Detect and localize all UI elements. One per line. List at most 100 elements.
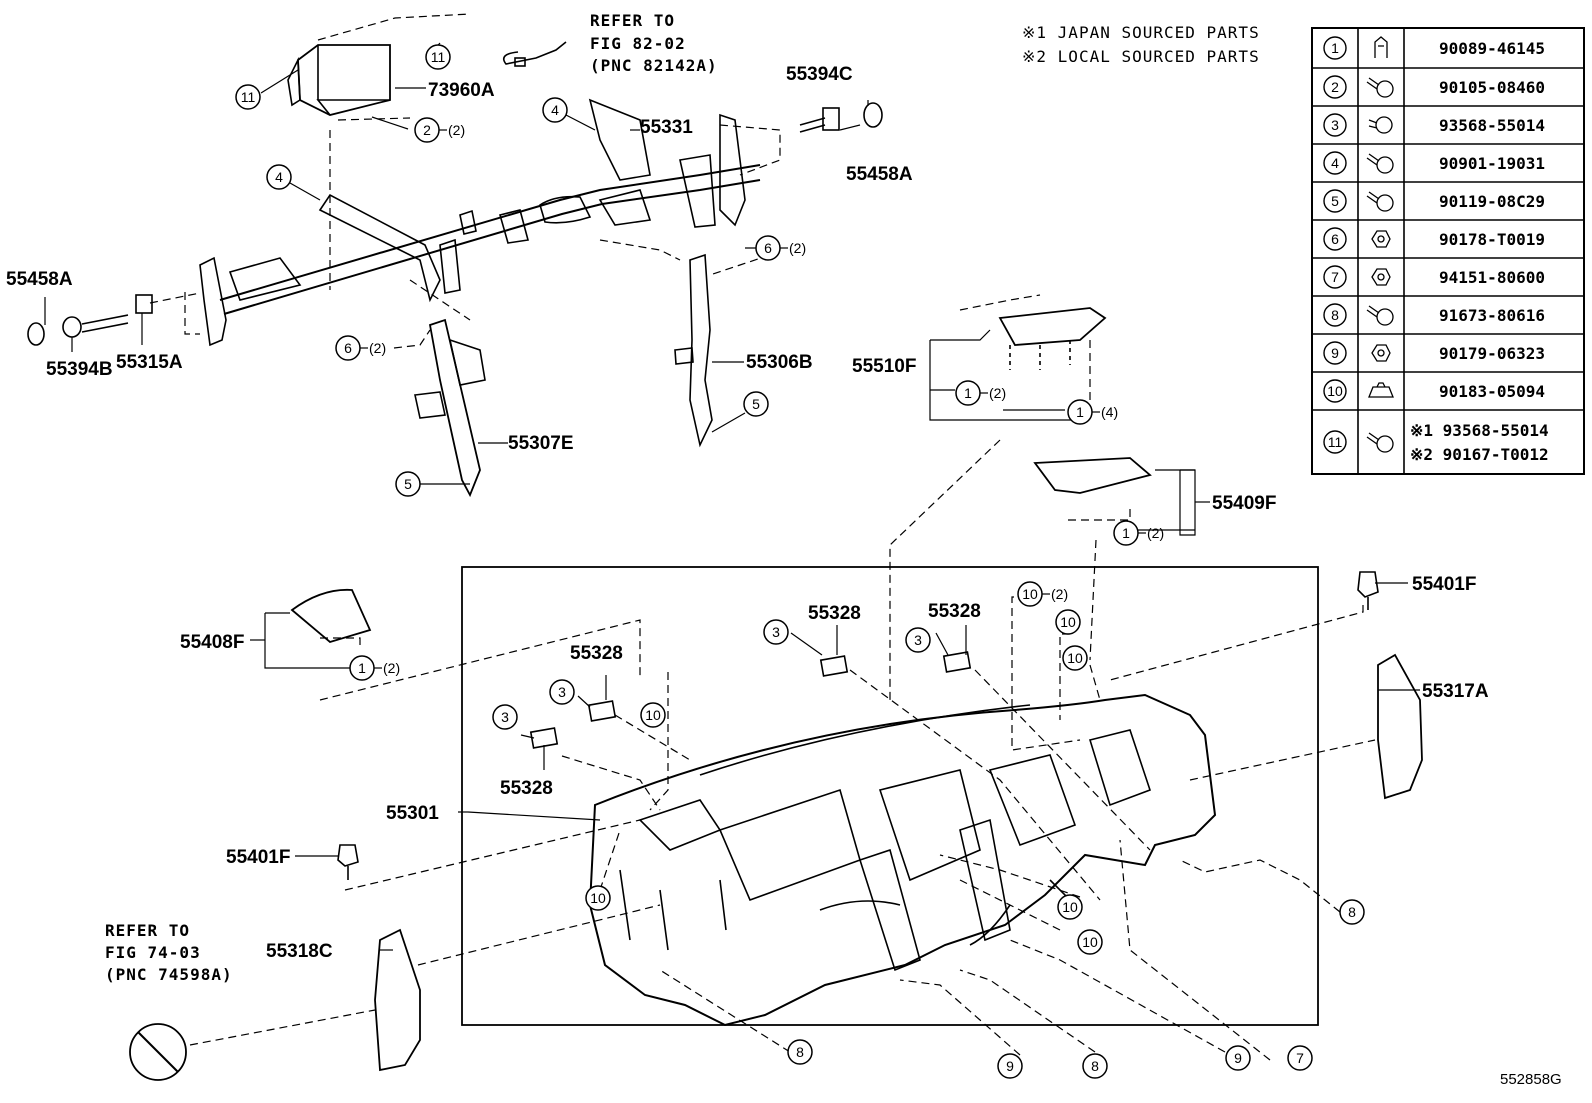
ref-fig-74-03[interactable]: REFER TO FIG 74-03 (PNC 74598A) xyxy=(105,921,233,984)
fastener-part-number: 90178-T0019 xyxy=(1439,230,1545,249)
bolt-55394c xyxy=(799,107,840,133)
label-55408f: 55408F xyxy=(180,632,244,653)
callout-circle: 4 xyxy=(542,97,568,123)
bushing-right xyxy=(863,102,883,128)
label-55307e: 55307E xyxy=(508,433,574,454)
fastener-part-number-local: ※2 90167-T0012 xyxy=(1410,445,1549,464)
callout-number: 6 xyxy=(764,240,772,256)
row-number: 4 xyxy=(1331,155,1339,171)
callout-number: 8 xyxy=(796,1044,804,1060)
callout-circle: 10 xyxy=(1057,894,1083,920)
side-cover-55317a xyxy=(1377,653,1423,800)
bushing-left xyxy=(27,322,45,346)
airbag-module xyxy=(287,44,391,116)
row-number-circle xyxy=(1323,265,1347,289)
callout-circle: 2(2) xyxy=(414,117,465,143)
svg-text:FIG 74-03: FIG 74-03 xyxy=(105,943,201,962)
row-number-circle xyxy=(1323,430,1347,454)
collar-55315a xyxy=(135,294,153,314)
fastener-part-number: 90901-19031 xyxy=(1439,154,1545,173)
row-number-circle xyxy=(1323,189,1347,213)
label-55331: 55331 xyxy=(640,117,693,138)
fastener-row: 11※1 93568-55014※2 90167-T0012 xyxy=(1323,421,1549,464)
panel-55408f xyxy=(290,588,372,644)
bolt-55394b xyxy=(62,314,129,338)
callout-circle: 3 xyxy=(905,627,931,653)
bolt-icon xyxy=(1366,432,1394,453)
callout-ring xyxy=(425,44,451,70)
bolt-icon xyxy=(1366,153,1394,174)
callout-quantity: (2) xyxy=(383,660,400,676)
callout-number: 8 xyxy=(1348,904,1356,920)
callout-number: 1 xyxy=(964,385,972,401)
fastener-part-number: 90183-05094 xyxy=(1439,382,1545,401)
callout-number: 3 xyxy=(558,684,566,700)
callout-circle: 8 xyxy=(1339,899,1365,925)
callout-circle: 10(2) xyxy=(1017,581,1068,607)
label-55306b: 55306B xyxy=(746,352,813,373)
panel-55409f xyxy=(1033,457,1152,494)
callout-ring xyxy=(640,702,666,728)
callout-circle: 10 xyxy=(1055,609,1081,635)
label-55458a-left: 55458A xyxy=(6,269,73,290)
callout-circle: 10 xyxy=(1062,645,1088,671)
connector-harness xyxy=(502,41,567,65)
callout-number: 10 xyxy=(645,707,661,723)
svg-text:REFER TO: REFER TO xyxy=(105,921,190,940)
panel-55510f xyxy=(998,307,1107,370)
label-73960a: 73960A xyxy=(428,80,495,101)
row-number: 11 xyxy=(1328,434,1343,450)
callout-ring xyxy=(1339,899,1365,925)
ref-fig-82-02[interactable]: REFER TO FIG 82-02 (PNC 82142A) xyxy=(590,11,718,75)
note-japan-sourced: ※1 JAPAN SOURCED PARTS xyxy=(1022,23,1260,42)
row-number: 9 xyxy=(1331,345,1339,361)
callout-ring xyxy=(542,97,568,123)
callout-number: 9 xyxy=(1006,1058,1014,1074)
callout-circle: 5 xyxy=(395,471,421,497)
label-55301: 55301 xyxy=(386,803,439,824)
row-number: 3 xyxy=(1331,117,1339,133)
callout-circle: 1(4) xyxy=(1067,399,1118,425)
callout-circle: 3 xyxy=(763,619,789,645)
label-55394b: 55394B xyxy=(46,359,113,380)
row-number-circle xyxy=(1323,303,1347,327)
row-number-circle xyxy=(1323,227,1347,251)
callout-number: 10 xyxy=(1067,650,1083,666)
callout-number: 3 xyxy=(914,632,922,648)
callout-number: 5 xyxy=(752,396,760,412)
fastener-row: 4 90901-19031 xyxy=(1323,151,1545,175)
row-number-circle xyxy=(1323,341,1347,365)
prohibited-symbol-icon xyxy=(129,1023,187,1081)
callout-circle: 1(2) xyxy=(955,380,1006,406)
nut-icon xyxy=(1371,344,1391,362)
bolt-icon xyxy=(1366,77,1394,98)
side-cover-55318c xyxy=(374,928,421,1072)
fastener-row: 3 93568-55014 xyxy=(1323,113,1545,137)
callout-quantity: (2) xyxy=(1051,586,1068,602)
callout-quantity: (2) xyxy=(1147,525,1164,541)
label-55394c: 55394C xyxy=(786,64,853,85)
row-number-circle xyxy=(1323,151,1347,175)
callout-quantity: (2) xyxy=(369,340,386,356)
label-55315a: 55315A xyxy=(116,352,183,373)
row-number-circle xyxy=(1323,36,1347,60)
callout-number: 11 xyxy=(431,49,446,65)
callout-ring xyxy=(266,164,292,190)
callout-circle: 10 xyxy=(640,702,666,728)
clip-icon xyxy=(1374,36,1388,58)
callout-number: 10 xyxy=(590,890,606,906)
svg-text:FIG 82-02: FIG 82-02 xyxy=(590,34,686,53)
callout-ring xyxy=(787,1039,813,1065)
connector-plug xyxy=(514,57,526,67)
nut-icon xyxy=(1371,268,1391,286)
fastener-part-number: 93568-55014 xyxy=(1439,116,1545,135)
callout-circle: 11 xyxy=(425,44,451,70)
callout-ring xyxy=(905,627,931,653)
callout-number: 1 xyxy=(1122,525,1130,541)
row-number: 8 xyxy=(1331,307,1339,323)
callout-circle: 10 xyxy=(1077,929,1103,955)
